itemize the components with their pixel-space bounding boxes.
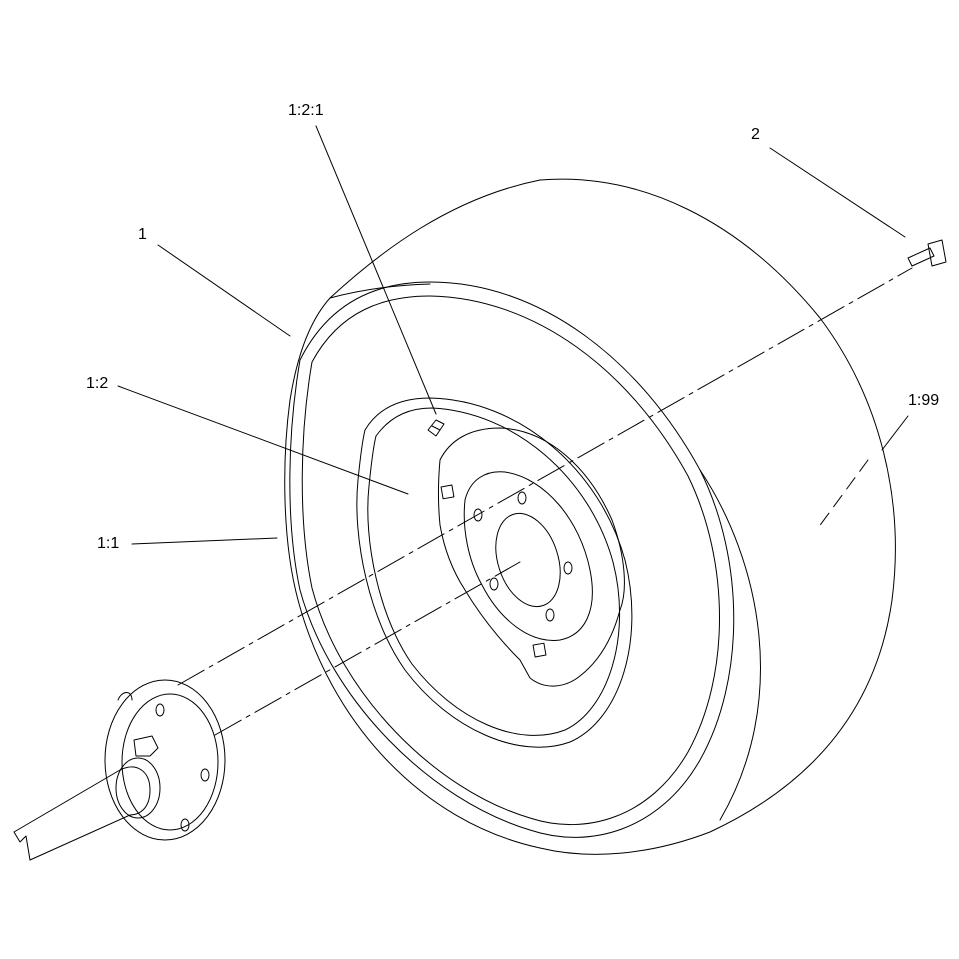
- leader-2: [769, 147, 906, 238]
- lug-hole: [545, 608, 555, 622]
- axle-shaft: [13, 766, 151, 861]
- axle-shaft-end: [13, 831, 31, 861]
- callout-2: 2: [751, 126, 760, 143]
- tire-shoulder-line: [329, 283, 431, 299]
- wheel-center-bore: [495, 512, 561, 608]
- callout-1-2-1: 1:2:1: [288, 102, 324, 119]
- hub-flange-inner: [121, 693, 219, 831]
- hub-nut: [133, 735, 159, 757]
- lug-bolt: [907, 239, 947, 267]
- callout-1-99: 1:99: [908, 392, 940, 409]
- callout-1-1: 1:1: [97, 535, 120, 552]
- tire-front-edge-inner: [301, 295, 720, 825]
- rim-inner-lip: [367, 407, 620, 736]
- square-slot: [440, 484, 455, 500]
- center-axis-line: [177, 267, 913, 686]
- lug-hole: [489, 577, 499, 591]
- flange-hole: [155, 703, 165, 717]
- valve-stem: [427, 419, 445, 437]
- wheel-hub-ring: [463, 471, 593, 641]
- rim-outer: [356, 397, 633, 748]
- tire-front-edge: [289, 281, 735, 838]
- leader-hidden: [817, 459, 869, 529]
- flange-hole: [180, 818, 190, 832]
- lug-hole: [473, 508, 483, 522]
- lug-hole: [563, 561, 573, 575]
- lug-hole: [517, 491, 527, 505]
- flange-hole: [200, 768, 210, 782]
- square-slot: [532, 642, 547, 658]
- leader-1-2-1: [315, 125, 437, 415]
- tire-rear-edge: [699, 469, 761, 821]
- axle-collar: [115, 757, 161, 819]
- leader-1-1: [131, 537, 278, 545]
- center-axis-line-lower: [214, 561, 521, 736]
- wheel-center-plate: [438, 427, 625, 687]
- leader-1-99: [881, 415, 909, 451]
- callout-1-2: 1:2: [86, 375, 109, 392]
- leader-1-2: [117, 385, 409, 495]
- tire-outline: [284, 178, 896, 855]
- callout-1: 1: [138, 226, 147, 243]
- flange-slot: [117, 692, 133, 701]
- hub-flange: [104, 679, 226, 841]
- leader-1: [157, 244, 291, 337]
